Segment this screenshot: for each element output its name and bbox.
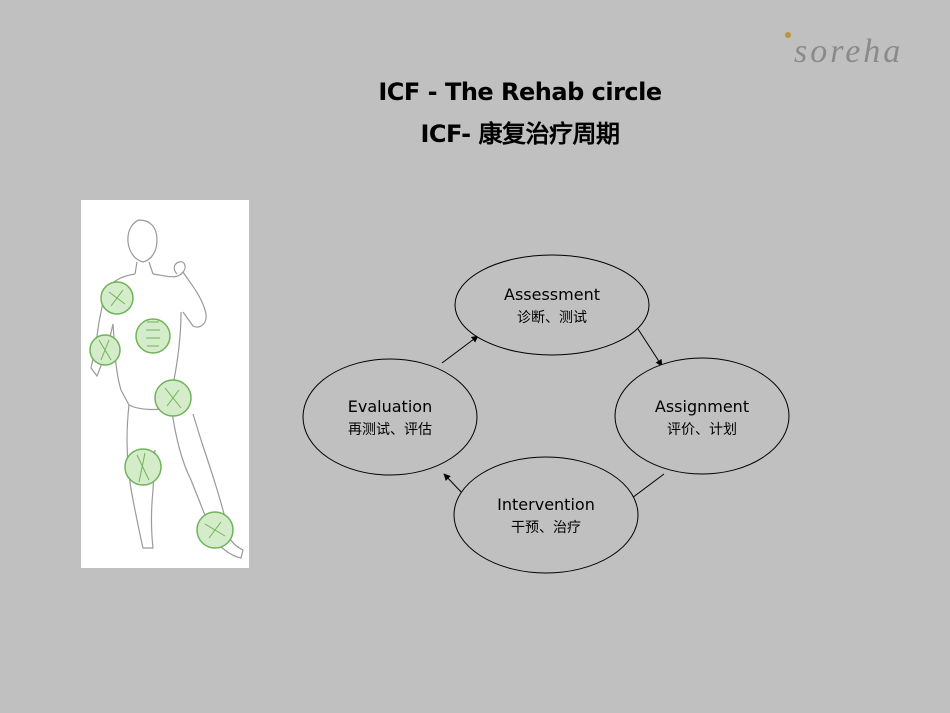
logo-text: soreha bbox=[794, 33, 903, 70]
node-assessment-sublabel: 诊断、测试 bbox=[517, 310, 587, 326]
arrow-assignment-to-intervention bbox=[627, 473, 665, 502]
node-evaluation-sublabel: 再测试、评估 bbox=[348, 422, 432, 438]
node-assessment: Assessment 诊断、测试 bbox=[454, 254, 650, 356]
node-intervention-label: Intervention bbox=[497, 495, 595, 514]
logo-dot-icon bbox=[785, 32, 791, 38]
node-intervention-sublabel: 干预、治疗 bbox=[511, 520, 581, 536]
node-assignment-label: Assignment bbox=[655, 397, 749, 416]
arrow-assessment-to-assignment bbox=[637, 328, 663, 367]
cycle-arrows bbox=[441, 328, 665, 502]
soreha-logo: soreha bbox=[785, 32, 903, 70]
node-assessment-label: Assessment bbox=[504, 285, 600, 304]
slide-subtitle: ICF- 康复治疗周期 bbox=[420, 120, 620, 148]
arrow-evaluation-to-assessment bbox=[441, 335, 479, 364]
slide-title: ICF - The Rehab circle bbox=[378, 78, 662, 106]
node-evaluation-label: Evaluation bbox=[348, 397, 432, 416]
human-figure-icon bbox=[89, 219, 244, 559]
arrow-intervention-to-evaluation bbox=[443, 473, 465, 496]
node-assignment-sublabel: 评价、计划 bbox=[667, 422, 737, 438]
node-intervention: Intervention 干预、治疗 bbox=[453, 456, 639, 574]
body-illustration bbox=[81, 200, 249, 568]
spine-joint-icon bbox=[135, 318, 171, 354]
node-evaluation: Evaluation 再测试、评估 bbox=[302, 358, 478, 476]
node-assignment: Assignment 评价、计划 bbox=[614, 357, 790, 475]
